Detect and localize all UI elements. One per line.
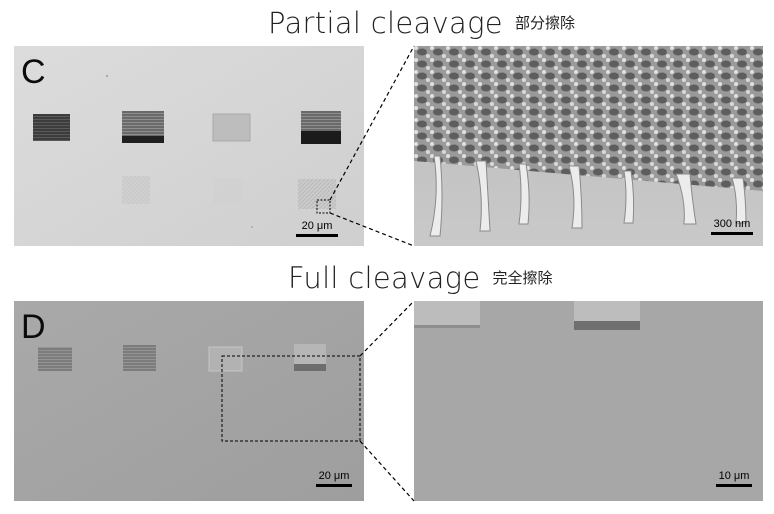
scale-bar-c-right-label: 300 nm xyxy=(713,218,751,230)
scale-bar-d-right-label: 10 μm xyxy=(718,470,750,482)
pattern-square-1 xyxy=(33,114,70,141)
scale-bar-d-left: 20 μm xyxy=(316,471,352,487)
scale-bar-c-left-line xyxy=(296,234,338,237)
heading-full-cleavage-text: Full cleavage xyxy=(288,261,481,295)
panel-d-zoom-image: 10 μm xyxy=(414,301,763,501)
scale-bar-c-right-line xyxy=(711,232,753,235)
pattern-square-3 xyxy=(212,113,251,142)
heading-partial-cleavage-cn: 部分擦除 xyxy=(514,14,575,32)
panel-c-overview-image: C 20 μm xyxy=(14,46,364,246)
heading-full-cleavage: Full cleavage 完全擦除 xyxy=(288,261,553,295)
scale-bar-c-left: 20 μm xyxy=(296,221,338,237)
scale-bar-d-right: 10 μm xyxy=(716,471,752,487)
panel-letter-d: D xyxy=(21,308,46,346)
panel-letter-c: C xyxy=(21,53,46,91)
panel-c-zoom-image: 300 nm xyxy=(414,46,763,246)
zoom-box-d xyxy=(221,355,361,442)
scale-bar-c-right: 300 nm xyxy=(711,219,753,235)
zoom-box-c xyxy=(316,199,331,214)
heading-full-cleavage-cn: 完全擦除 xyxy=(492,269,553,287)
heading-partial-cleavage-text: Partial cleavage xyxy=(268,6,503,40)
scale-bar-d-left-label: 20 μm xyxy=(318,470,350,482)
panel-d-overview-image: D 20 μm xyxy=(14,301,364,501)
heading-partial-cleavage: Partial cleavage 部分擦除 xyxy=(268,6,575,40)
scale-bar-d-right-line xyxy=(716,484,752,487)
scale-bar-c-left-label: 20 μm xyxy=(301,220,333,232)
scale-bar-d-left-line xyxy=(316,484,352,487)
